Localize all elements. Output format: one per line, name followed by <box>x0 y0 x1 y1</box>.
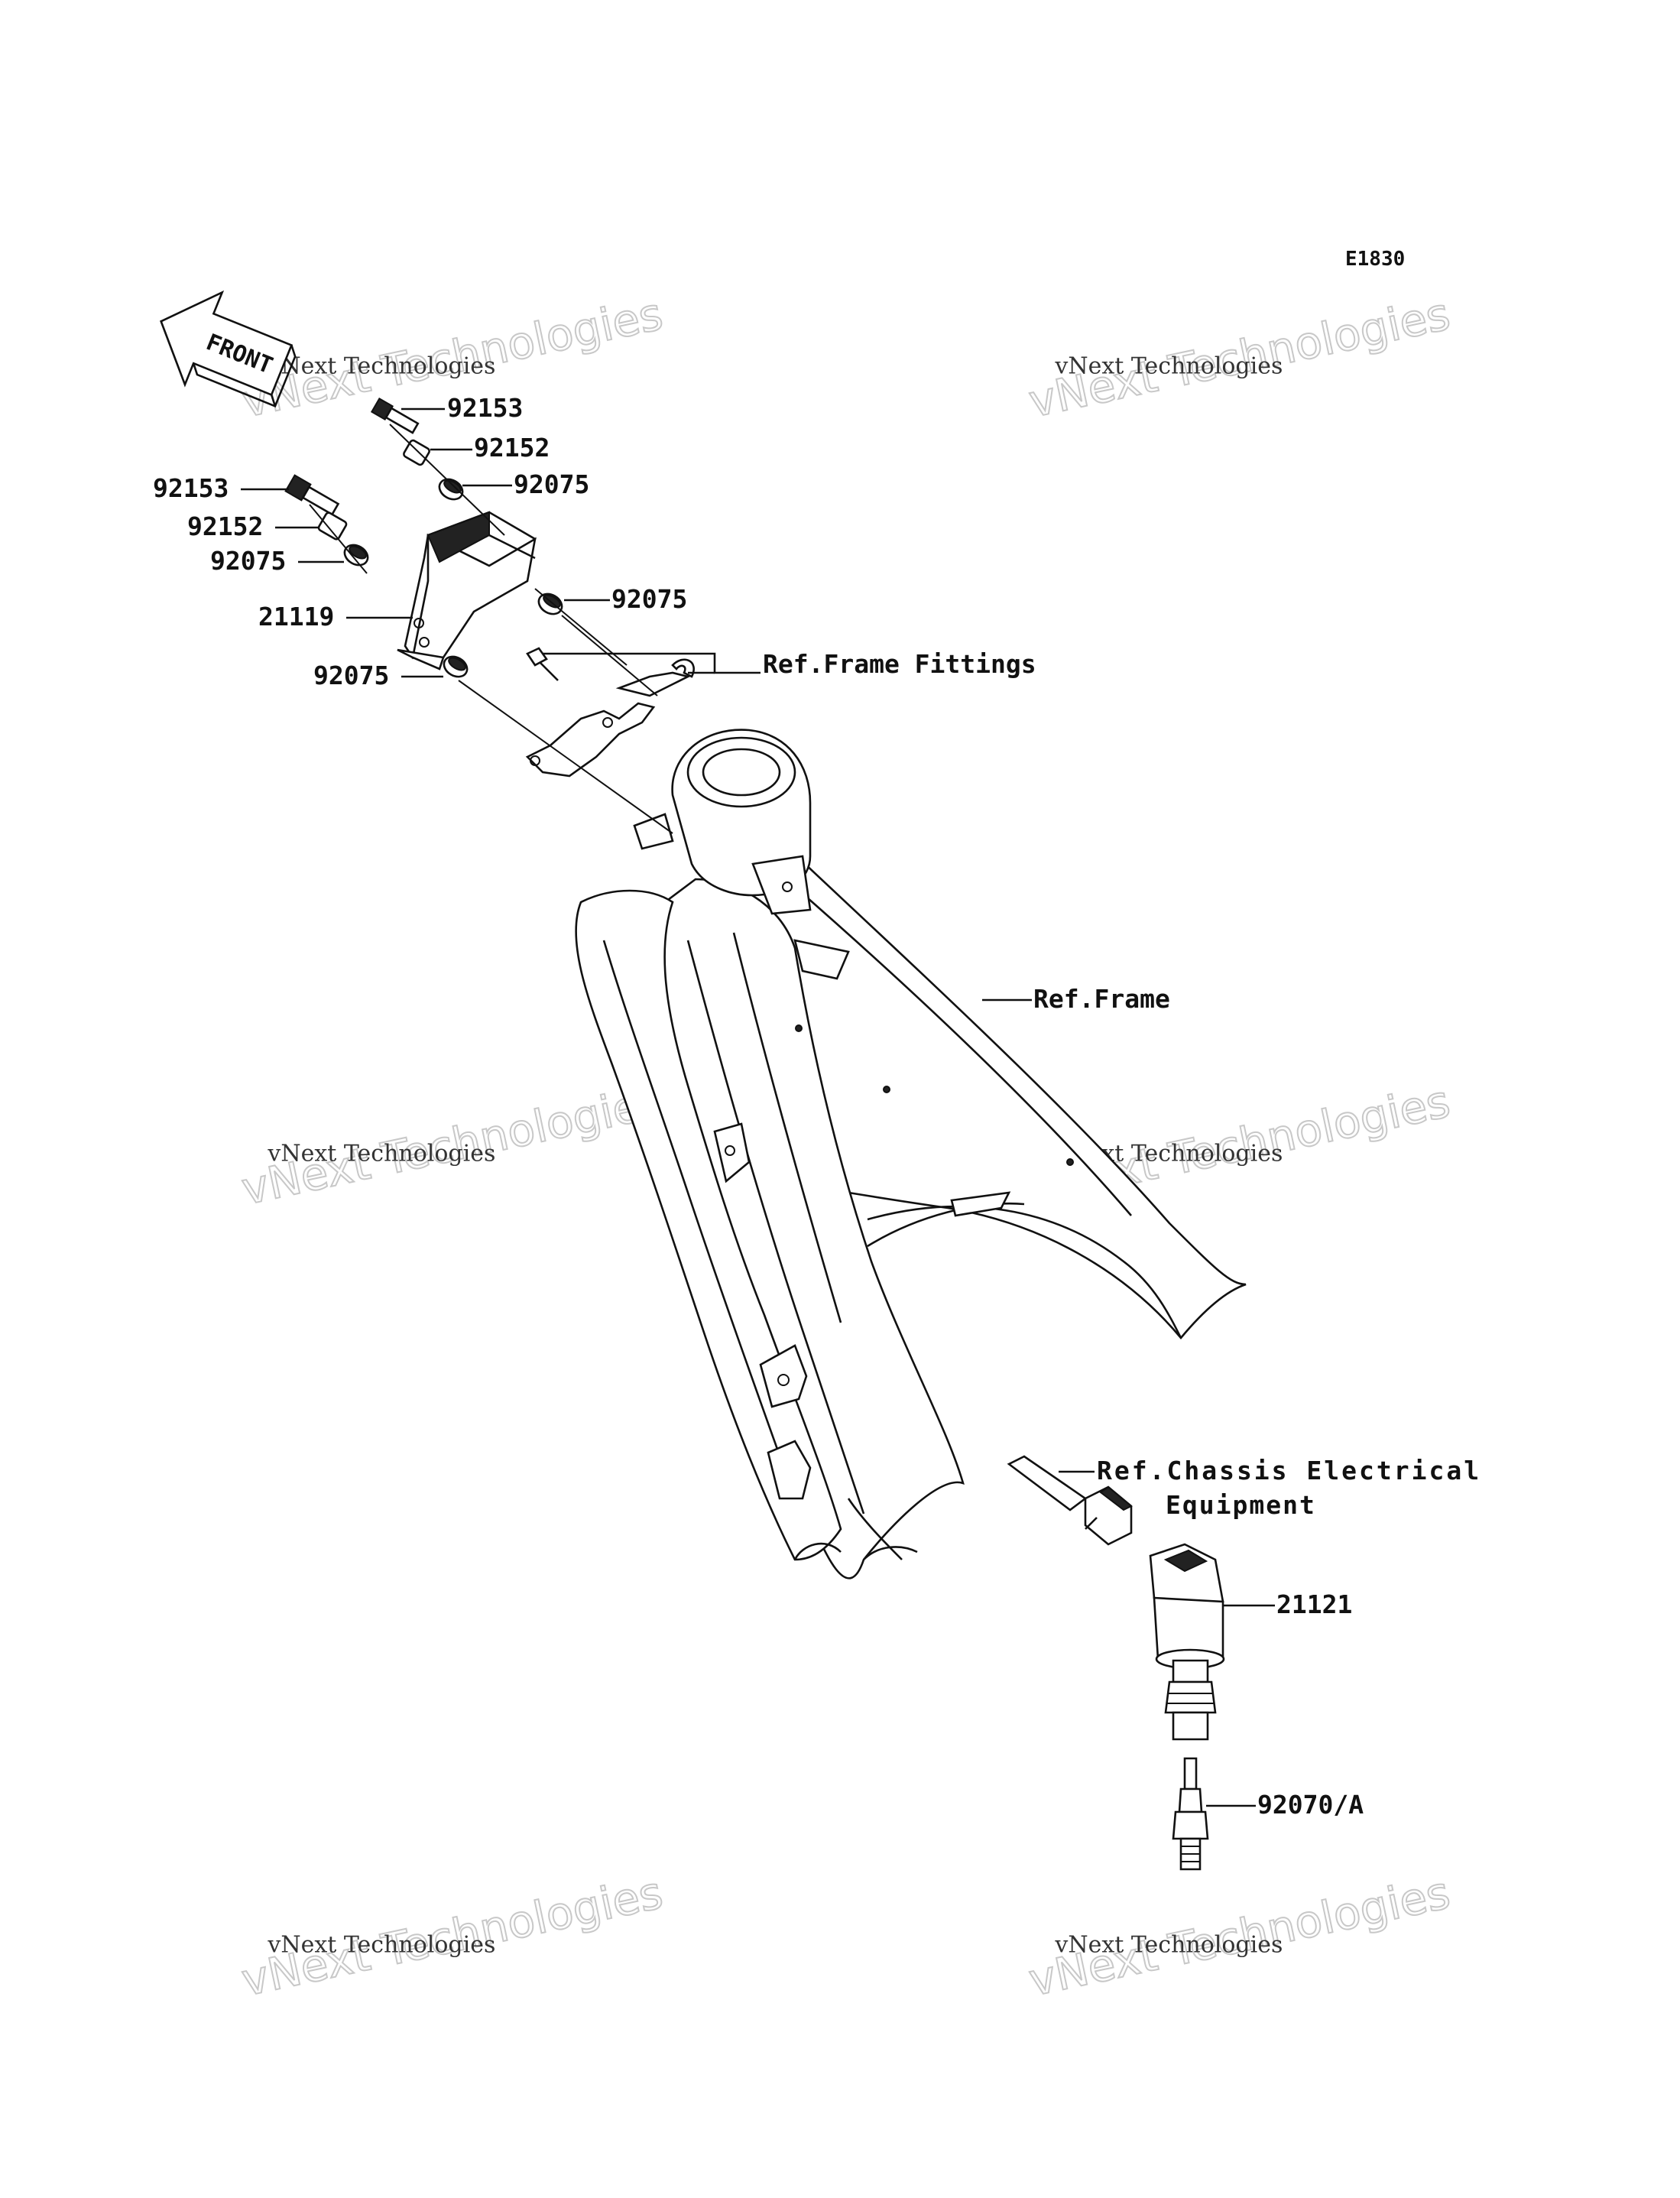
collar-left <box>317 511 348 541</box>
frame-fittings-strap <box>615 671 691 697</box>
front-arrow-shape <box>160 290 294 397</box>
fitting-screw-shank <box>539 661 559 681</box>
frame-tab <box>950 1191 1011 1217</box>
frame-lower-leg-left <box>793 1542 842 1560</box>
frame-crossbar <box>867 1203 1025 1248</box>
frame-head-tab <box>633 813 674 850</box>
callout-ref-chassis-electrical[interactable]: Ref.Chassis Electrical <box>1097 1456 1481 1485</box>
frame-mount-hole <box>883 1086 890 1093</box>
wire-harness <box>1007 1455 1088 1511</box>
coil-boot <box>1164 1680 1217 1714</box>
igniter-hole <box>414 618 424 628</box>
frame-bracket-mid-hole <box>725 1145 735 1156</box>
frame-illustration <box>525 647 1247 1580</box>
fitting-hole <box>602 717 613 728</box>
fitting-screw <box>526 647 548 667</box>
callout-92152-left[interactable]: 92152 <box>187 511 263 541</box>
coil-neck <box>1172 1659 1209 1683</box>
callout-92153-upper[interactable]: 92153 <box>447 393 523 423</box>
coil-cap-top <box>1163 1549 1208 1573</box>
callout-21119[interactable]: 21119 <box>258 602 334 631</box>
collar-upper <box>403 439 430 466</box>
callout-ref-frame[interactable]: Ref.Frame <box>1033 984 1170 1014</box>
grommet-left <box>343 544 369 567</box>
frame-down-tube-ridge-2 <box>732 932 842 1323</box>
plug-insulator <box>1178 1787 1203 1813</box>
frame-bracket-mid <box>713 1122 751 1183</box>
spark-plug <box>1172 1757 1209 1871</box>
front-arrow-icon: FRONT <box>160 290 297 407</box>
watermark-text: vNext Technologies <box>267 1931 495 1958</box>
callout-92075-upper[interactable]: 92075 <box>514 469 589 499</box>
igniter-body-side <box>411 533 537 659</box>
coil-tip <box>1172 1711 1209 1741</box>
frame-bracket-hole <box>777 1374 790 1386</box>
connector-top <box>1099 1485 1133 1511</box>
watermark: vNext Technologies vNext Technologies <box>1023 1865 1455 2007</box>
watermark: vNext Technologies vNext Technologies <box>236 1865 667 2007</box>
callout-92075-lower[interactable]: 92075 <box>313 661 389 690</box>
plug-terminal <box>1183 1757 1198 1791</box>
watermark: vNext Technologies vNext Technologies <box>236 1074 667 1216</box>
frame-mount-hole <box>795 1024 803 1032</box>
steering-head-gusset <box>751 855 812 915</box>
callout-92070-a[interactable]: 92070/A <box>1257 1790 1364 1820</box>
grommet-right <box>537 593 563 615</box>
callout-92075-right[interactable]: 92075 <box>611 584 687 614</box>
callout-ref-chassis-electrical-2: Equipment <box>1166 1490 1316 1520</box>
watermark-text: vNext Technologies <box>1054 1931 1283 1958</box>
leader-line <box>543 652 761 674</box>
igniter-hole <box>419 637 430 648</box>
front-arrow-edge <box>270 394 277 407</box>
callout-92153-left[interactable]: 92153 <box>153 473 229 503</box>
igniter-edge <box>488 534 536 560</box>
callout-92152-upper[interactable]: 92152 <box>474 433 550 463</box>
steering-head-bore <box>702 748 781 797</box>
frame-left-rail-inner <box>602 940 796 1499</box>
steering-head-hole <box>782 881 793 892</box>
plug-hex <box>1172 1810 1209 1840</box>
igniter-body-base <box>397 648 445 670</box>
diagram-code: E1830 <box>1345 248 1405 271</box>
bolt-left <box>284 474 340 516</box>
assembly-line <box>458 680 673 834</box>
watermark: vNext Technologies vNext Technologies <box>1023 287 1455 428</box>
frame-lower-leg-tube <box>847 1498 903 1560</box>
callout-21121[interactable]: 21121 <box>1276 1589 1352 1619</box>
callout-92075-left[interactable]: 92075 <box>210 546 286 576</box>
connector-latch <box>1085 1517 1098 1530</box>
frame-fittings-bracket <box>525 702 656 778</box>
assembly-line <box>561 615 658 696</box>
grommet-upper <box>438 478 464 501</box>
watermark-text: vNext Technologies <box>267 352 495 379</box>
front-arrow-depth <box>192 345 297 407</box>
watermark-text: vNext Technologies <box>267 1140 495 1167</box>
frame-bracket-lower <box>759 1344 808 1408</box>
ignition-coil <box>1149 1543 1225 1741</box>
assembly-line <box>389 424 505 536</box>
assembly-line <box>534 588 628 666</box>
grommet-lower <box>443 655 469 678</box>
frame-gusset-plate <box>793 939 850 980</box>
watermark-text: vNext Technologies <box>1054 352 1283 379</box>
frame-down-tube-ridge <box>686 940 865 1515</box>
frame-right-rail-inner <box>794 886 1132 1216</box>
coil-connector <box>1007 1455 1133 1546</box>
callout-ref-frame-fittings[interactable]: Ref.Frame Fittings <box>763 649 1036 679</box>
bolt-upper <box>370 397 420 434</box>
frame-right-rail-tube <box>867 1205 1182 1339</box>
igniter-unit <box>397 511 537 670</box>
assembly-line <box>309 504 368 574</box>
fitting-hole <box>530 755 540 766</box>
frame-mount-hole <box>1066 1158 1074 1166</box>
frame-bracket-lowest <box>767 1440 812 1500</box>
